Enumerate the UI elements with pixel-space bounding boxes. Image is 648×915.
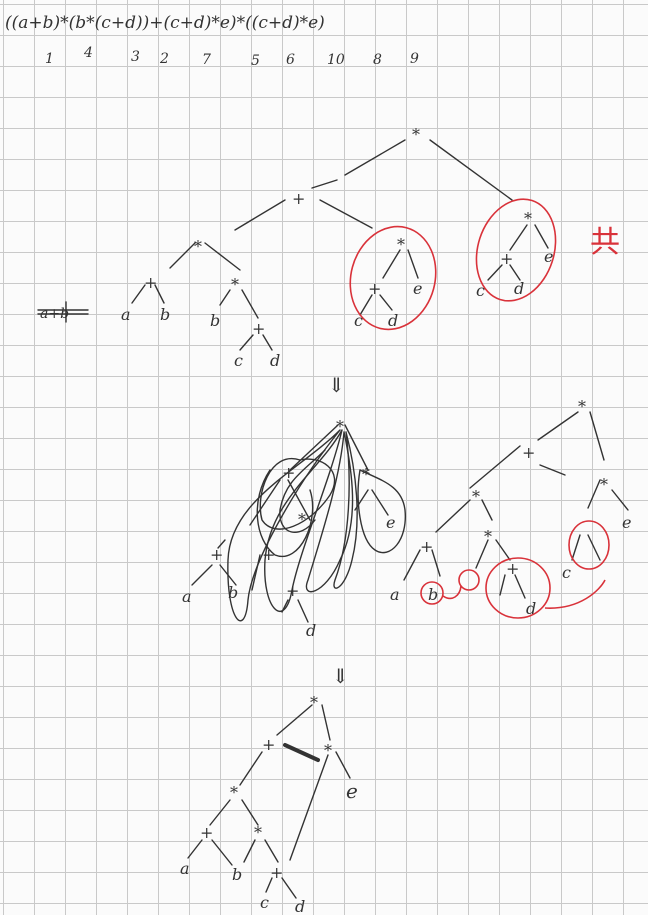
tree3-plus-ab-op: + [420,537,433,556]
tree3-root-op: * [578,397,586,416]
tree3-c: c [562,563,571,582]
tree1-c2-plus-op: + [500,249,513,268]
tree3-a: a [390,585,400,604]
tree1-c2-c: c [476,281,485,300]
tree2-a: a [182,587,192,606]
order-number: 3 [131,49,140,65]
tree1-d: d [270,351,280,370]
tree1-b: b [160,305,170,324]
tree2-plus-cd-op: + [286,581,299,600]
tree1-c1-mul-op: * [397,235,405,254]
tree1-c2-mul-op: * [524,209,532,228]
tree1-root-op: * [412,125,420,144]
tree1-c2-e: e [544,247,553,266]
tree4-mul-left-op: * [230,783,238,802]
tree1-plus-cd-op: + [252,319,265,338]
tree4-c: c [260,893,269,912]
tree4-plus-op: + [262,735,275,754]
order-number: 7 [202,52,211,68]
order-number: 6 [286,52,295,68]
tree3-d: d [526,599,536,618]
tree-1: * + * + a b * b + c d * + c d e * + c d … [37,125,620,370]
common-subtree-circle-1 [349,225,437,331]
tree3-mul-left-op: * [472,487,480,506]
tree-3: * + * * e + a b * + c d [390,397,631,619]
tree2-mul-e-op: * [362,465,370,484]
tree4-d: d [295,897,305,915]
tree3-e: e [622,513,631,532]
tree-2: * + * + a b + + d * e [182,417,406,640]
tree2-e: e [386,513,395,532]
order-number: 1 [45,51,54,67]
order-numbers: 1 4 3 2 7 5 6 10 8 9 [45,45,419,69]
tree3-mul-e-op: * [600,475,608,494]
tree2-b: b [228,583,238,602]
expression-text: ((a+b)*(b*(c+d))+(c+d)*e)*((c+d)*e) [5,13,325,33]
tree1-c1-plus-op: + [368,279,381,298]
tree2-plus-mid-op: + [262,545,275,564]
common-subtree-circle-2 [475,198,557,302]
order-number: 9 [410,51,419,67]
red-note: 共 [590,225,620,260]
tree2-root-op: * [336,417,344,436]
red-link-b [442,585,462,600]
tree4-mul-e-op: * [324,741,332,760]
tree1-mul-left-op: * [194,237,202,256]
down-arrow-1: ⇓ [328,373,345,397]
scribble-loops [227,429,406,622]
order-number: 8 [373,52,382,68]
tree4-plus-ab-op: + [200,823,213,842]
tree1-a: a [121,305,131,324]
tree1-c1-c: c [354,311,363,330]
red-link-cd [544,579,606,609]
strike-marks [37,301,89,323]
order-number: 10 [327,52,345,68]
order-number: 5 [251,53,260,69]
tree4-mul-b-op: * [254,823,262,842]
tree1-c1-d: d [388,311,398,330]
tree2-d: d [306,621,316,640]
tree4-b: b [232,865,242,884]
order-number: 4 [83,45,93,61]
tree3-plus-cd-op: + [506,559,519,578]
red-circle-cd2 [568,520,610,570]
tree4-root-op: * [310,693,318,712]
red-circle-cd [485,557,551,619]
tree4-a: a [180,859,190,878]
tree1-plus-op: + [292,189,305,208]
red-circle-b1 [420,581,444,605]
tree1-c1-e: e [413,279,422,298]
down-arrow-2: ⇓ [332,664,349,688]
order-number: 2 [159,51,169,67]
tree2-plus-ab-op: + [210,545,223,564]
tree1-c2-d: d [514,279,524,298]
tree-4: * + * e * + a b * + c d [180,693,358,915]
tree1-c: c [234,351,243,370]
tree1-mul-b-op: * [231,275,239,294]
tree1-plus-ab-op: + [144,273,157,292]
tree2-mul-left-op: * [298,510,306,529]
red-circle-b2 [458,569,480,591]
tree3-b: b [428,585,438,604]
tree2-plus-op: + [282,463,295,482]
tree1-b2: b [210,311,220,330]
tree3-mul-b-op: * [484,527,492,546]
tree4-e: e [346,779,358,803]
tree3-plus-op: + [522,443,535,462]
tree4-plus-cd-op: + [270,863,283,882]
